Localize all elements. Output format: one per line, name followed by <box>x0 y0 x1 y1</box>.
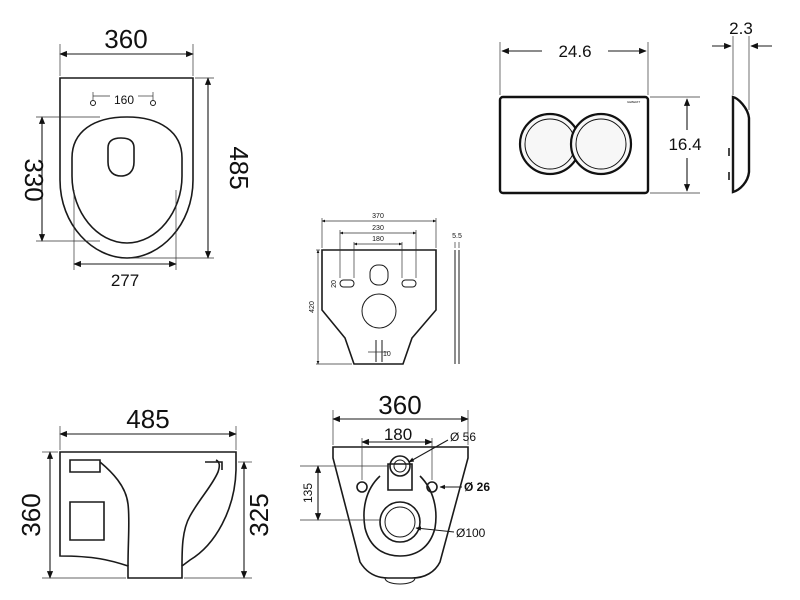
top-view-seat-outline <box>71 116 183 244</box>
rear-inlet-inner <box>393 459 407 473</box>
brand-logo: GEBERIT <box>627 100 640 104</box>
side-view-bowl-inner <box>99 459 221 567</box>
mount-inlet <box>369 264 389 286</box>
rear-135-label: 135 <box>301 483 315 503</box>
mount-230-label: 230 <box>372 225 384 232</box>
top-view-bolt-hole-right <box>150 100 156 106</box>
top-view-bowl-outline <box>59 77 194 259</box>
side-rim-label: 325 <box>244 493 274 536</box>
rear-outlet-outer <box>379 501 421 543</box>
rear-outlet-inner <box>384 506 416 538</box>
mount-420-label: 420 <box>309 301 316 313</box>
rear-base-foot <box>384 577 416 585</box>
flush-button-right-inner <box>575 118 627 170</box>
mount-slot-right <box>401 279 417 288</box>
mount-370-label: 370 <box>372 213 384 220</box>
mount-pipe-label: 10 <box>383 351 391 358</box>
rear-view-inlet-neck <box>387 463 413 491</box>
flush-plate-front: GEBERIT 24.6 16.4 <box>498 42 702 195</box>
side-view-rim <box>205 461 223 470</box>
top-view-seat-opening <box>107 137 135 177</box>
rear-view-channel <box>363 475 437 557</box>
side-length-label: 485 <box>126 404 169 434</box>
plate-width-label: 24.6 <box>558 42 591 61</box>
rear-outlet-leader <box>415 526 455 533</box>
rear-outlet-label: Ø100 <box>456 526 486 540</box>
top-width-label: 360 <box>104 24 147 54</box>
flush-plate-side: 2.3 <box>712 19 772 194</box>
flush-plate-profile <box>731 95 751 194</box>
seat-length-label: 330 <box>19 158 49 201</box>
rear-bolt-left <box>356 481 368 493</box>
mount-thickness-label: 5.5 <box>452 233 462 240</box>
side-view-outline <box>59 451 237 579</box>
mount-outlet <box>361 293 397 329</box>
mount-slot-left <box>339 279 355 288</box>
top-bolt-spacing-label: 160 <box>114 93 134 107</box>
rear-width-label: 360 <box>378 390 421 420</box>
top-view: 160 360 485 330 277 <box>19 24 254 290</box>
side-view-outlet <box>69 501 105 541</box>
rear-inlet-leader <box>408 439 449 463</box>
rear-inlet-outer <box>389 455 411 477</box>
side-height-label: 360 <box>16 493 46 536</box>
flush-plate-body <box>498 95 650 195</box>
plate-height-label: 16.4 <box>668 135 701 154</box>
mount-hole-label: 20 <box>331 280 338 288</box>
seat-width-label: 277 <box>111 271 139 290</box>
top-view-bolt-hole-left <box>90 100 96 106</box>
rear-bolt-right <box>426 481 438 493</box>
rear-view-outline <box>332 446 469 579</box>
mounting-plate: 10 370 230 180 420 20 5.5 <box>309 213 462 365</box>
rear-bolt-hole-label: Ø 26 <box>464 480 490 494</box>
plate-depth-label: 2.3 <box>729 19 753 38</box>
side-view: 485 360 325 <box>16 404 274 579</box>
rear-inlet-label: Ø 56 <box>450 430 476 444</box>
rear-bolt-label: 180 <box>384 425 412 444</box>
rear-view: 360 180 135 Ø 56 Ø 26 Ø100 <box>300 390 490 585</box>
flush-button-right-outer[interactable] <box>569 112 633 176</box>
mount-180-label: 180 <box>372 236 384 243</box>
top-length-label: 485 <box>224 146 254 189</box>
mount-plate-outline <box>321 249 437 365</box>
side-view-inlet <box>69 459 101 473</box>
